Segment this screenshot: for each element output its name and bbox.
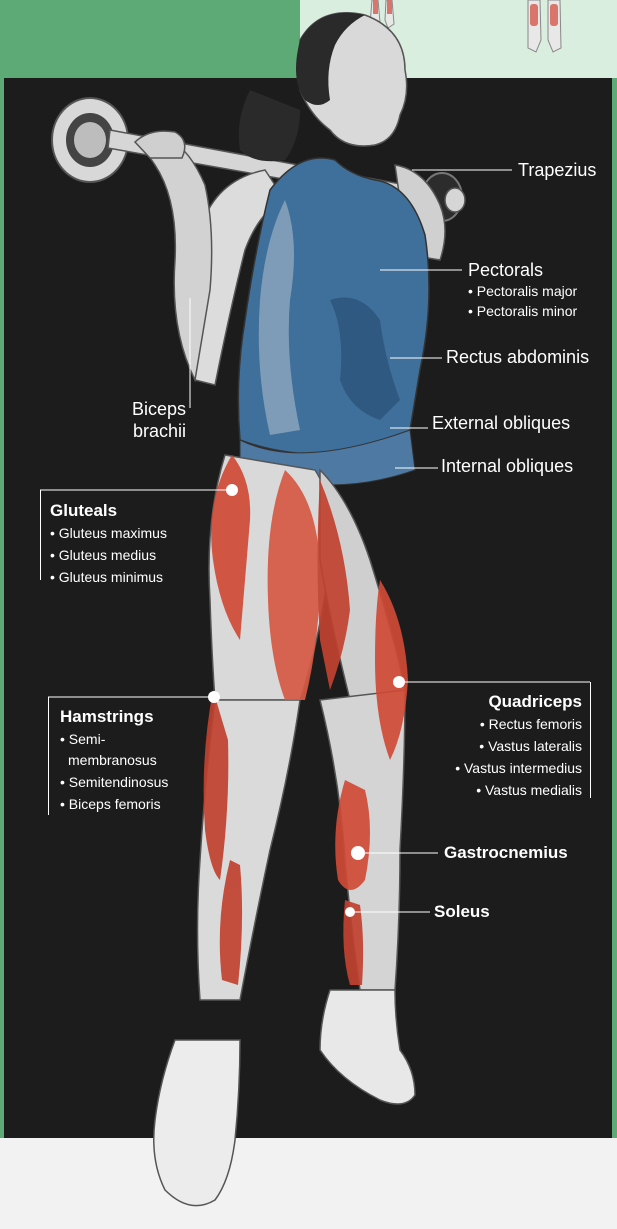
label-internal-obliques: Internal obliques (441, 455, 573, 477)
label-biceps-femoris: Biceps femoris (60, 794, 161, 814)
hamstrings-marker (208, 691, 220, 703)
label-biceps-line-1: Biceps (120, 398, 186, 420)
label-soleus: Soleus (434, 901, 490, 923)
label-pectorals: Pectorals (468, 259, 543, 281)
label-pectoralis-minor: Pectoralis minor (468, 301, 577, 321)
label-semitendinosus: Semitendinosus (60, 772, 168, 792)
label-hamstrings: Hamstrings (60, 706, 154, 728)
soleus-marker (345, 907, 355, 917)
gluteals-marker (226, 484, 238, 496)
quadriceps-marker (393, 676, 405, 688)
label-rectus-femoris: Rectus femoris (420, 714, 582, 734)
label-vastus-medialis: Vastus medialis (420, 780, 582, 800)
label-rectus-abdominis: Rectus abdominis (446, 346, 589, 368)
label-membranosus: membranosus (68, 750, 157, 770)
label-trapezius: Trapezius (518, 159, 596, 181)
gastrocnemius-marker (351, 846, 365, 860)
gluteals-bracket (40, 490, 41, 580)
label-gluteus-maximus: Gluteus maximus (50, 523, 167, 543)
label-gluteus-minimus: Gluteus minimus (50, 567, 163, 587)
quadriceps-bracket (590, 682, 591, 798)
hamstrings-bracket (48, 697, 49, 815)
label-gastrocnemius: Gastrocnemius (444, 842, 568, 864)
label-semi: Semi- (60, 729, 105, 749)
label-gluteus-medius: Gluteus medius (50, 545, 156, 565)
tank-top (238, 158, 429, 485)
label-vastus-intermedius: Vastus intermedius (420, 758, 582, 778)
label-gluteals: Gluteals (50, 500, 117, 522)
green-right-border (612, 78, 617, 1138)
label-biceps-line-2: brachii (120, 420, 186, 442)
label-quadriceps: Quadriceps (430, 691, 582, 713)
label-vastus-lateralis: Vastus lateralis (420, 736, 582, 756)
green-left-border (0, 78, 4, 1138)
label-pectoralis-major: Pectoralis major (468, 281, 577, 301)
label-external-obliques: External obliques (432, 412, 570, 434)
top-green-panel (0, 0, 300, 78)
